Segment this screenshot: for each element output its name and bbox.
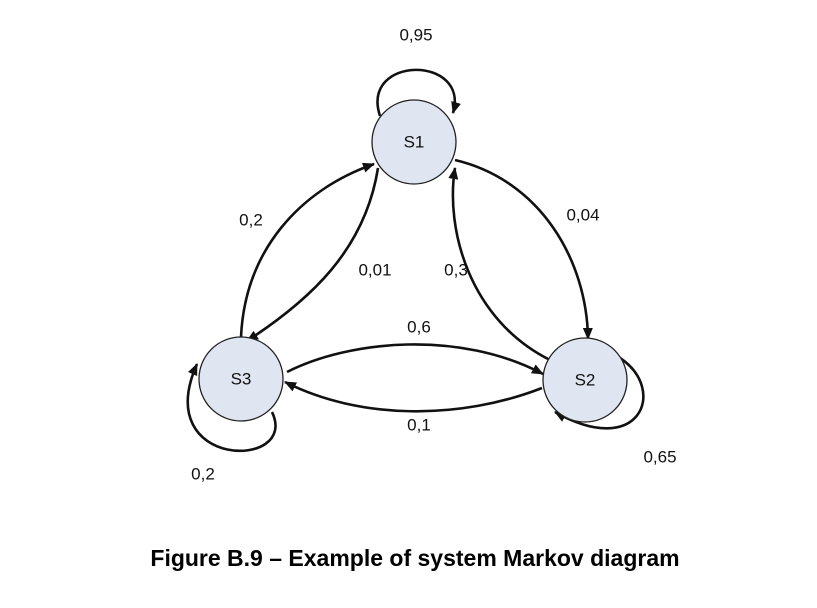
label-s1-to-s2: 0,04 xyxy=(566,206,599,225)
arrow-s2-to-s1 xyxy=(448,167,551,362)
transition-labels: 0,95 0,04 0,3 0,01 0,2 0,6 0,1 0,65 0,2 xyxy=(191,26,676,484)
arrow-s2-to-s3 xyxy=(284,380,543,413)
state-s1: S1 xyxy=(371,99,457,185)
arrow-s3-to-s2 xyxy=(286,343,544,376)
arrow-s3-to-s3 xyxy=(186,363,277,453)
label-s1-to-s3: 0,01 xyxy=(358,261,391,280)
state-s3-label: S3 xyxy=(231,370,252,389)
state-s1-label: S1 xyxy=(404,133,425,152)
arrow-s3-to-s1 xyxy=(239,162,375,338)
label-s3-to-s2: 0,6 xyxy=(407,318,431,337)
label-s2-to-s1: 0,3 xyxy=(444,261,468,280)
transition-arrows xyxy=(186,68,645,453)
label-s3-to-s1: 0,2 xyxy=(239,211,263,230)
label-s2-to-s3: 0,1 xyxy=(407,416,431,435)
arrow-s1-to-s3 xyxy=(246,167,380,343)
arrow-s1-to-s2 xyxy=(454,158,593,340)
state-s3-circle xyxy=(198,336,284,422)
figure-caption: Figure B.9 – Example of system Markov di… xyxy=(150,545,679,571)
label-s3-to-s3: 0,2 xyxy=(191,465,215,484)
state-s3: S3 xyxy=(198,336,284,422)
state-s2-circle xyxy=(542,337,628,423)
label-s2-to-s2: 0,65 xyxy=(643,448,676,467)
arrow-s2-to-s2 xyxy=(554,356,645,430)
label-s1-to-s1: 0,95 xyxy=(399,26,432,45)
state-s2-label: S2 xyxy=(575,371,596,390)
state-s1-circle xyxy=(371,99,457,185)
arrow-s1-to-s1 xyxy=(376,68,461,117)
state-s2: S2 xyxy=(542,337,628,423)
